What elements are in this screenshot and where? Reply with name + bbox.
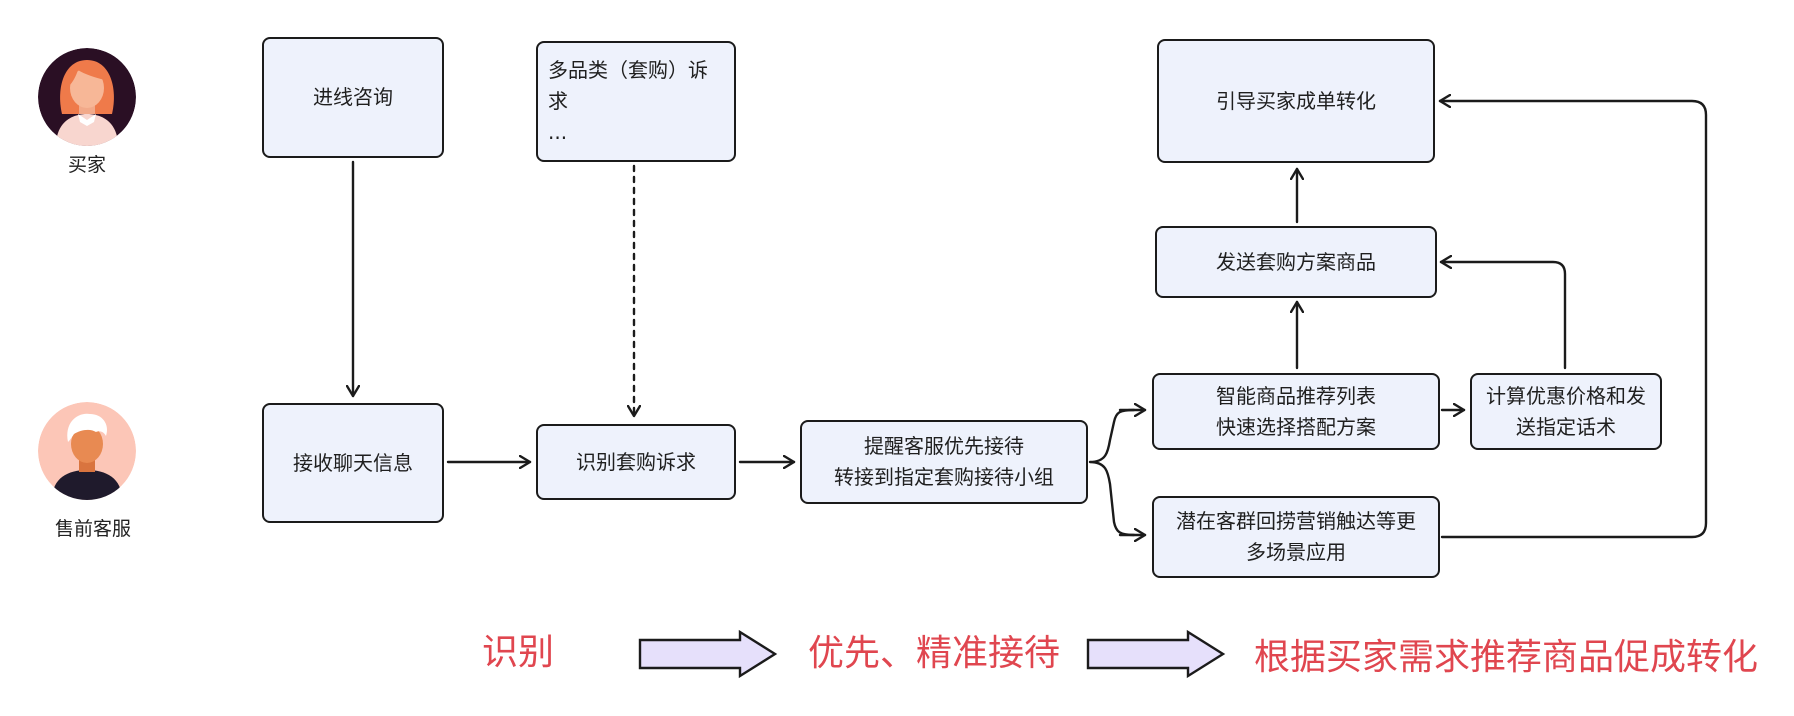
node-receive-label: 接收聊天信息 bbox=[293, 450, 413, 475]
brace-branch bbox=[1088, 408, 1136, 537]
node-identify: 识别套购诉求 bbox=[536, 424, 736, 500]
node-identify-label: 识别套购诉求 bbox=[576, 449, 696, 474]
node-receive: 接收聊天信息 bbox=[262, 403, 444, 523]
flow-arrow-2 bbox=[1086, 629, 1226, 679]
node-recommend-line1: 智能商品推荐列表 bbox=[1216, 383, 1376, 408]
node-guide-label: 引导买家成单转化 bbox=[1216, 88, 1376, 113]
node-compute-line1: 计算优惠价格和发 bbox=[1486, 383, 1646, 408]
node-remind-line1: 提醒客服优先接待 bbox=[864, 434, 1024, 458]
node-consult: 进线咨询 bbox=[262, 37, 444, 158]
node-remind: 提醒客服优先接待 转接到指定套购接待小组 bbox=[800, 420, 1088, 504]
node-consult-label: 进线咨询 bbox=[313, 85, 393, 109]
node-potential-line1: 潜在客群回捞营销触达等更 bbox=[1176, 509, 1416, 533]
node-recommend-line2: 快速选择搭配方案 bbox=[1216, 414, 1376, 439]
node-multi-category: 多品类（套购）诉 求 ... bbox=[536, 41, 736, 162]
flow-step-identify: 识别 bbox=[482, 632, 555, 673]
flow-step-conversion: 根据买家需求推荐商品促成转化 bbox=[1254, 637, 1759, 678]
role-buyer-label: 买家 bbox=[67, 154, 106, 176]
node-send: 发送套购方案商品 bbox=[1155, 226, 1437, 298]
node-potential-line2: 多场景应用 bbox=[1246, 540, 1346, 564]
female-avatar-icon bbox=[38, 48, 136, 146]
node-remind-line2: 转接到指定套购接待小组 bbox=[834, 465, 1054, 489]
node-multi-line2: 求 bbox=[548, 89, 568, 113]
node-multi-line3: ... bbox=[548, 120, 568, 144]
node-potential: 潜在客群回捞营销触达等更 多场景应用 bbox=[1152, 496, 1440, 578]
role-agent-label: 售前客服 bbox=[54, 518, 131, 540]
node-multi-line1: 多品类（套购）诉 bbox=[548, 58, 708, 82]
male-avatar-icon bbox=[38, 402, 136, 500]
flow-step-reception: 优先、精准接待 bbox=[808, 633, 1061, 674]
node-guide: 引导买家成单转化 bbox=[1157, 39, 1435, 163]
node-compute-line2: 送指定话术 bbox=[1516, 414, 1616, 439]
arrow-potential-to-guide bbox=[1438, 101, 1708, 539]
node-compute: 计算优惠价格和发 送指定话术 bbox=[1470, 373, 1662, 450]
arrow-compute-to-send bbox=[1439, 262, 1567, 370]
flow-arrow-1 bbox=[638, 629, 778, 679]
node-recommend: 智能商品推荐列表 快速选择搭配方案 bbox=[1152, 373, 1440, 450]
node-send-label: 发送套购方案商品 bbox=[1216, 249, 1376, 274]
flow-arrows bbox=[638, 629, 1226, 679]
